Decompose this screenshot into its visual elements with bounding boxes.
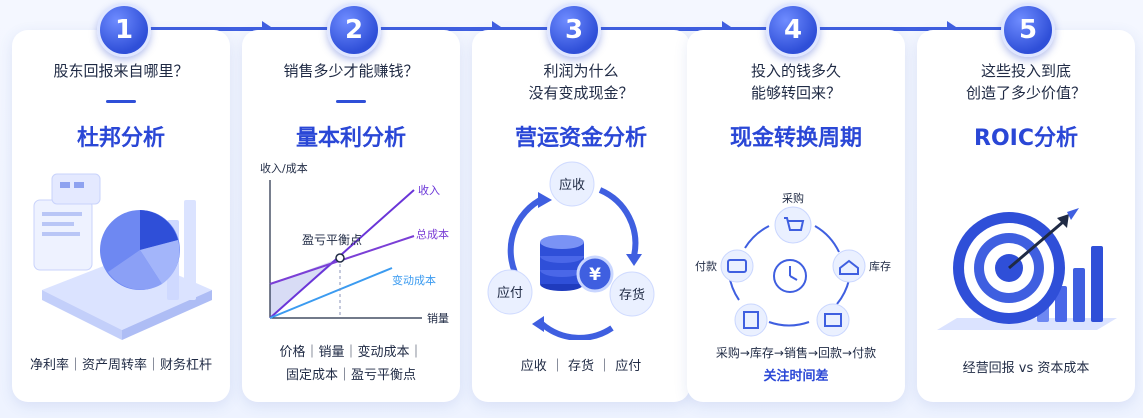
card-question: 创造了多少价值？ bbox=[965, 84, 1086, 102]
card-footer: 采购→库存→销售→回款→付款 bbox=[715, 346, 877, 360]
card-title: 现金转换周期 bbox=[729, 126, 862, 151]
card-roic: 这些投入到底 创造了多少价值？ ROIC分析 经营回报 vs 资本成本 bbox=[917, 30, 1135, 402]
card-question: 销售多少才能赚钱？ bbox=[283, 62, 419, 80]
cycle-receivable: 应收 bbox=[559, 177, 585, 193]
card-cvp: 销售多少才能赚钱？ 量本利分析 收入/成本 销量 盈亏平衡点 收入 总成本 变动… bbox=[242, 30, 460, 402]
card-question: 利润为什么 bbox=[543, 62, 619, 80]
card-question: 股东回报来自哪里？ bbox=[53, 62, 189, 80]
cycle-payable: 应付 bbox=[497, 285, 523, 301]
step-badge: 4 bbox=[766, 3, 820, 57]
step-badge: 5 bbox=[1001, 3, 1055, 57]
card-footer: 经营回报 vs 资本成本 bbox=[962, 361, 1090, 376]
card-question: 投入的钱多久 bbox=[750, 62, 841, 80]
step-badge: 3 bbox=[547, 3, 601, 57]
divider bbox=[106, 100, 136, 103]
revenue-label: 收入 bbox=[418, 183, 440, 197]
cycle-sales: 销售 bbox=[822, 339, 844, 340]
step-badge: 2 bbox=[327, 3, 381, 57]
working-capital-cycle: ¥ 应收 存货 应付 bbox=[487, 161, 655, 340]
card-footer: 价格｜销量｜变动成本｜ bbox=[279, 345, 423, 360]
dupont-illustration bbox=[33, 173, 212, 340]
card-footer: 应收 ｜ 存货 ｜ 应付 bbox=[520, 359, 642, 374]
store-icon bbox=[816, 303, 850, 337]
card-icon bbox=[720, 249, 754, 283]
cycle-purchase: 采购 bbox=[782, 191, 804, 205]
variable-cost-label: 变动成本 bbox=[392, 273, 436, 287]
step-badge: 1 bbox=[97, 3, 151, 57]
card-title: 营运资金分析 bbox=[514, 126, 647, 151]
breakeven-point bbox=[335, 253, 345, 263]
divider bbox=[336, 100, 366, 103]
variable-cost-line bbox=[269, 267, 393, 319]
total-cost-label: 总成本 bbox=[416, 227, 449, 241]
card-working-capital: 利润为什么 没有变成现金？ 营运资金分析 ¥ 应收 存货 应付 应收 ｜ 存货 … bbox=[472, 30, 690, 402]
card-title: ROIC分析 bbox=[974, 126, 1078, 151]
cash-conversion-cycle: 采购 库存 销售 回款 付款 bbox=[695, 191, 891, 340]
card-question: 能够转回来？ bbox=[750, 84, 841, 102]
cycle-inventory: 库存 bbox=[869, 259, 891, 273]
card-title: 量本利分析 bbox=[295, 126, 406, 151]
yen-icon: ¥ bbox=[589, 265, 601, 285]
cycle-inventory: 存货 bbox=[619, 287, 645, 303]
cycle-payment: 付款 bbox=[695, 259, 717, 273]
warehouse-icon bbox=[832, 249, 866, 283]
card-title: 杜邦分析 bbox=[76, 126, 165, 151]
y-axis-label: 收入/成本 bbox=[260, 161, 308, 175]
x-axis-label: 销量 bbox=[427, 311, 449, 325]
card-question: 没有变成现金？ bbox=[528, 84, 634, 102]
cart-icon bbox=[774, 206, 812, 244]
card-note: 关注时间差 bbox=[763, 369, 829, 384]
card-dupont: 股东回报来自哪里？ 杜邦分析 净利率｜资产周转率｜财务杠杆 bbox=[12, 30, 230, 402]
cvp-chart: 收入/成本 销量 盈亏平衡点 收入 总成本 变动成本 bbox=[260, 161, 449, 325]
breakeven-label: 盈亏平衡点 bbox=[302, 233, 362, 247]
card-footer: 净利率｜资产周转率｜财务杠杆 bbox=[29, 358, 212, 373]
card-cash-conversion: 投入的钱多久 能够转回来？ 现金转换周期 采购 库存 销售 回款 付款 采购→库… bbox=[687, 30, 905, 402]
card-question: 这些投入到底 bbox=[980, 62, 1071, 80]
card-footer: 固定成本｜盈亏平衡点 bbox=[285, 368, 416, 383]
cycle-collection: 回款 bbox=[740, 339, 762, 340]
roic-illustration bbox=[937, 208, 1117, 330]
receipt-icon bbox=[734, 303, 768, 337]
